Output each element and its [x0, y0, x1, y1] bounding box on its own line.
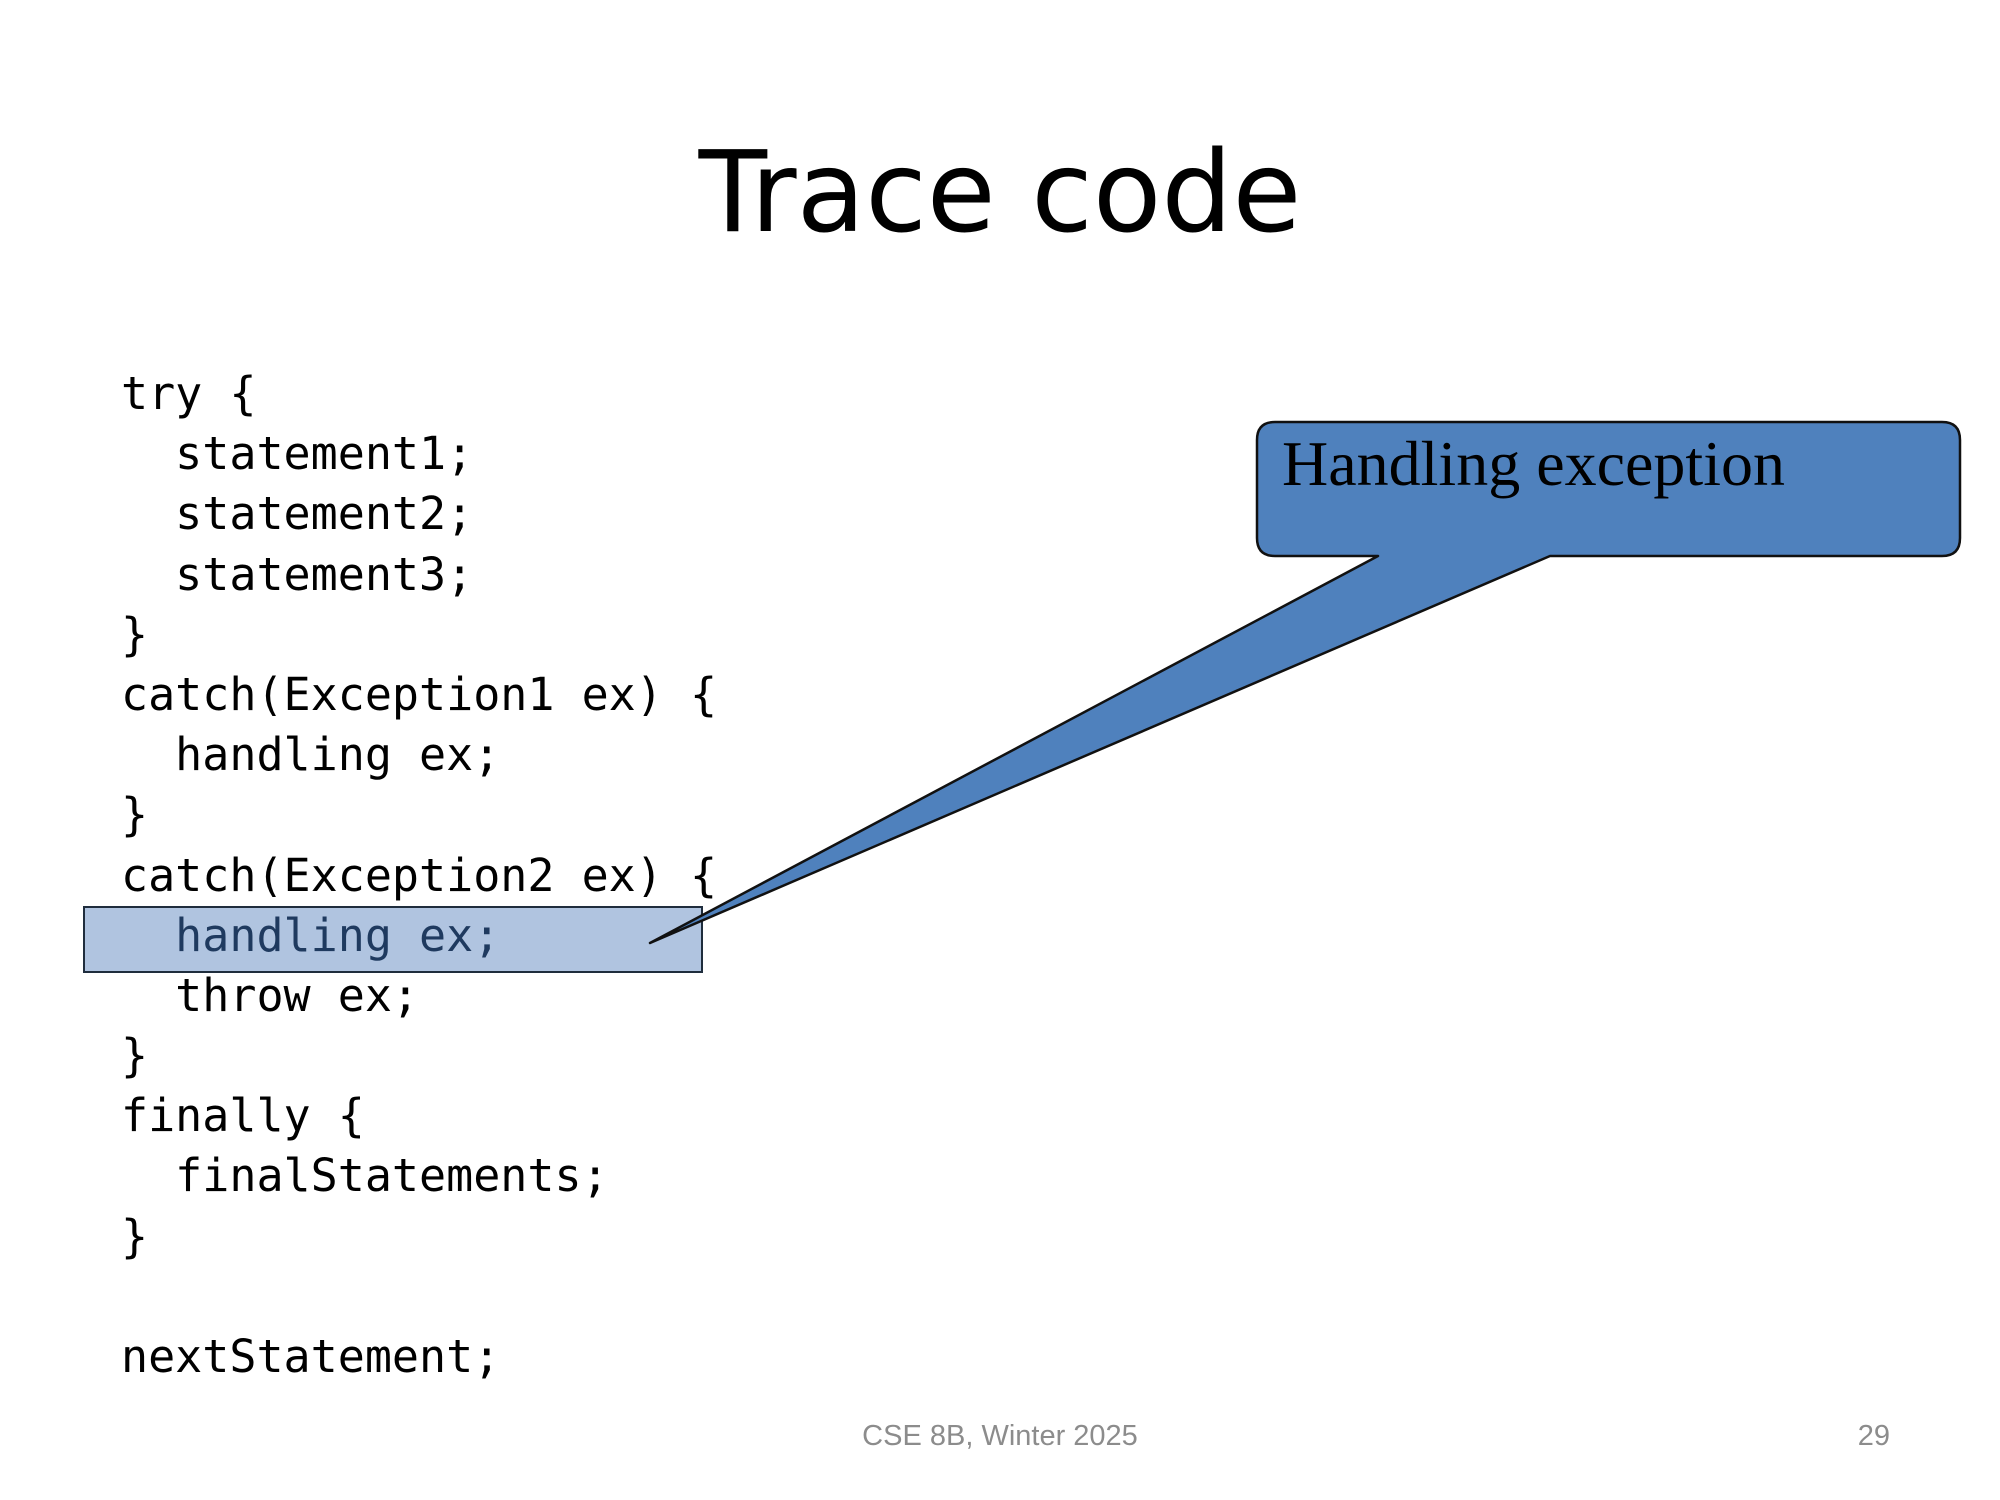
slide-title: Trace code [698, 128, 1302, 258]
code-line: } [121, 1209, 149, 1263]
code-line: } [121, 607, 149, 661]
code-block: try { statement1; statement2; statement3… [121, 364, 717, 1387]
code-line: } [121, 1029, 149, 1083]
code-line: try { [121, 367, 257, 420]
code-line: finalStatements; [121, 1149, 609, 1203]
code-line: throw ex; [121, 968, 420, 1022]
code-line: catch(Exception2 ex) { [121, 848, 718, 902]
callout-label: Handling exception [1282, 428, 1785, 499]
code-line: catch(Exception1 ex) { [121, 667, 718, 721]
code-line: nextStatement; [121, 1330, 501, 1383]
code-line: statement1; [121, 427, 474, 481]
code-line: } [121, 788, 149, 842]
highlighted-code-line: handling ex; [121, 908, 501, 962]
footer-course: CSE 8B, Winter 2025 [862, 1420, 1138, 1452]
code-line: handling ex; [121, 728, 501, 782]
code-line: finally { [121, 1089, 365, 1143]
highlighted-line-box [83, 906, 703, 973]
code-line [121, 1267, 717, 1327]
page-number: 29 [1857, 1420, 1890, 1452]
code-line: statement2; [121, 487, 474, 541]
code-line: statement3; [121, 547, 474, 601]
